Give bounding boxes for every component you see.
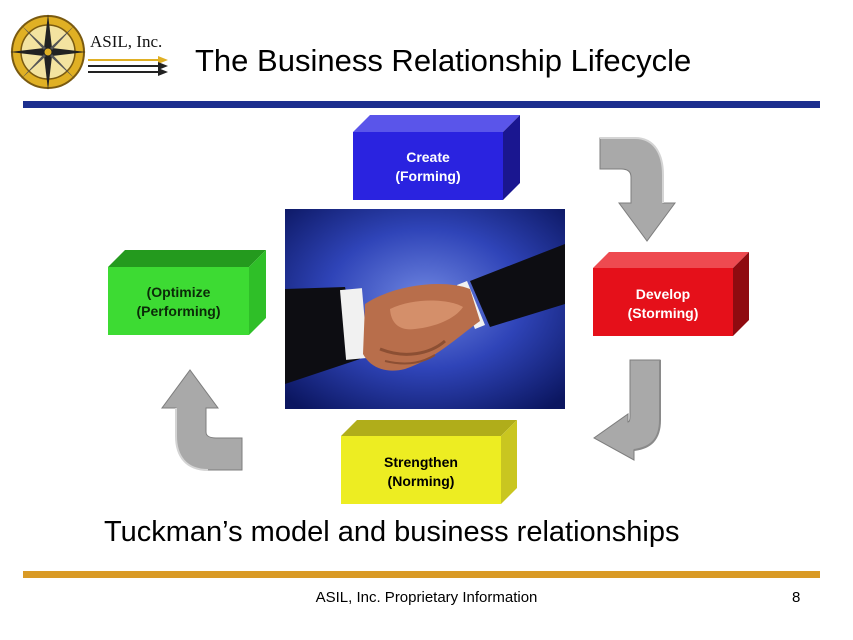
stage-strengthen-title: Strengthen xyxy=(384,454,458,470)
stage-optimize: (Optimize (Performing) xyxy=(108,250,270,335)
page-number: 8 xyxy=(792,589,801,606)
stage-optimize-title: (Optimize xyxy=(146,284,211,300)
stage-develop: Develop (Storming) xyxy=(593,252,753,336)
stage-optimize-shape xyxy=(108,250,266,335)
stage-create-title: Create xyxy=(406,149,450,165)
stage-create: Create (Forming) xyxy=(353,115,523,200)
slide-subtitle: Tuckman’s model and business relationshi… xyxy=(104,516,680,548)
company-name: ASIL, Inc. xyxy=(90,32,163,51)
stage-strengthen-subtitle: (Norming) xyxy=(387,473,455,489)
curved-arrow-icon-bottom-left xyxy=(161,369,243,471)
footer-text: ASIL, Inc. Proprietary Information xyxy=(315,589,538,606)
handshake-image xyxy=(285,209,565,409)
stage-optimize-subtitle: (Performing) xyxy=(136,303,221,319)
stage-develop-subtitle: (Storming) xyxy=(627,305,699,321)
logo-arrows-icon xyxy=(88,56,168,76)
page-title: The Business Relationship Lifecycle xyxy=(195,43,692,78)
top-divider xyxy=(23,101,820,108)
bottom-divider xyxy=(23,571,820,578)
compass-logo-icon xyxy=(10,14,86,90)
stage-develop-shape xyxy=(593,252,749,336)
stage-strengthen-shape xyxy=(341,420,517,504)
stage-create-shape xyxy=(353,115,520,200)
curved-arrow-icon-bottom-right xyxy=(593,359,661,461)
curved-arrow-icon-top-right xyxy=(599,137,676,242)
stage-create-subtitle: (Forming) xyxy=(395,168,461,184)
stage-strengthen: Strengthen (Norming) xyxy=(341,420,521,504)
stage-develop-title: Develop xyxy=(635,286,691,302)
